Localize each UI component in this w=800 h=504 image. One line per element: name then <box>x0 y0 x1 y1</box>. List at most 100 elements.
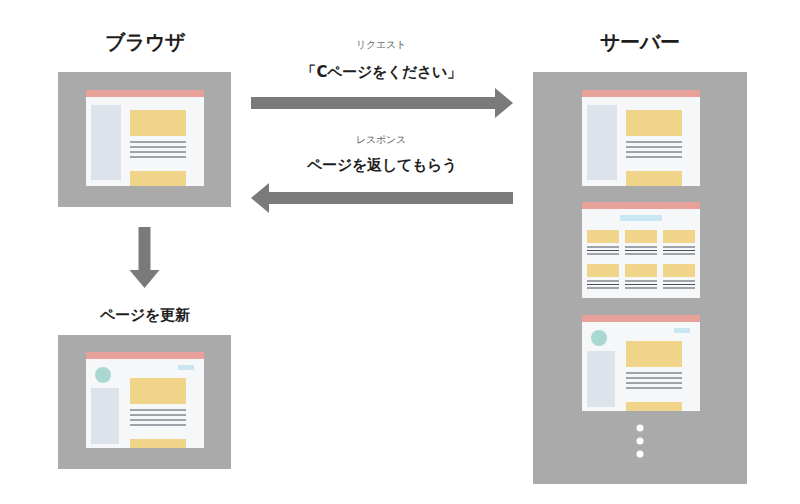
card-block <box>587 230 619 243</box>
browser-window-node: サーバー <box>533 22 747 484</box>
text-line <box>626 373 682 374</box>
text-line <box>625 254 657 255</box>
page-sheet <box>582 315 700 411</box>
text-line <box>130 147 186 148</box>
sidebar <box>91 388 119 444</box>
content-block <box>130 439 186 448</box>
more-dot <box>637 451 644 458</box>
text-line <box>587 284 619 285</box>
text-line <box>130 425 186 426</box>
content-block <box>626 110 682 136</box>
flow-arrow <box>251 183 513 213</box>
text-line <box>130 415 186 416</box>
more-dot <box>637 438 644 445</box>
gray-panel <box>533 72 747 484</box>
page-sheet <box>86 90 204 186</box>
badge <box>674 328 690 333</box>
text-line <box>130 410 186 411</box>
page-mockup <box>582 315 700 411</box>
text-line <box>625 288 657 289</box>
arrow-head <box>251 183 269 213</box>
node-heading: ページを更新 <box>58 300 231 330</box>
text-line <box>663 288 695 289</box>
browser-window-node: ブラウザ <box>58 22 231 207</box>
avatar <box>591 330 607 346</box>
card-block <box>625 264 657 277</box>
arrow-head <box>495 88 513 118</box>
title-bar <box>620 215 662 221</box>
arrow-shaft <box>268 192 513 204</box>
text-line <box>663 254 695 255</box>
text-line <box>587 254 619 255</box>
page-sheet <box>582 90 700 186</box>
text-line <box>587 250 619 251</box>
page-mockup <box>86 90 204 186</box>
content-block <box>626 171 682 186</box>
avatar <box>95 367 111 383</box>
gray-panel <box>58 72 231 207</box>
flow-arrow <box>130 227 160 288</box>
text-line <box>130 142 186 143</box>
text-line <box>626 152 682 153</box>
page-illustration <box>58 72 231 207</box>
text-line <box>587 247 619 248</box>
sidebar <box>91 105 121 180</box>
page-header <box>86 352 204 359</box>
text-line <box>626 142 682 143</box>
page-header <box>86 90 204 97</box>
page-header <box>582 90 700 97</box>
edge-label: ページを返してもらう <box>307 156 457 175</box>
content-block <box>130 378 186 404</box>
card-block <box>587 264 619 277</box>
text-line <box>587 288 619 289</box>
text-line <box>626 147 682 148</box>
text-line <box>663 250 695 251</box>
text-line <box>625 250 657 251</box>
flow-arrow <box>251 88 513 118</box>
text-line <box>130 152 186 153</box>
more-dot <box>637 425 644 432</box>
page-header <box>582 315 700 322</box>
card-block <box>625 230 657 243</box>
badge <box>178 365 194 370</box>
page-mockup <box>582 202 700 298</box>
text-line <box>663 281 695 282</box>
text-line <box>587 281 619 282</box>
edge-label: 「Cページをください」 <box>301 63 462 82</box>
gray-panel <box>58 335 231 469</box>
arrow-caption: リクエスト <box>356 38 406 52</box>
text-line <box>626 388 682 389</box>
sidebar <box>587 105 617 180</box>
text-line <box>663 284 695 285</box>
text-line <box>625 247 657 248</box>
arrow-head <box>130 270 160 288</box>
page-sheet <box>86 352 204 448</box>
page-mockup <box>86 352 204 448</box>
card-block <box>663 264 695 277</box>
page-sheet <box>582 202 700 298</box>
card-block <box>663 230 695 243</box>
arrow-shaft <box>139 227 151 271</box>
arrow-shaft <box>251 97 496 109</box>
sidebar <box>587 351 615 407</box>
content-block <box>626 402 682 411</box>
node-heading: サーバー <box>533 22 747 62</box>
page-header <box>582 202 700 209</box>
content-block <box>626 341 682 367</box>
text-line <box>626 157 682 158</box>
page-illustration <box>58 335 231 469</box>
text-line <box>625 284 657 285</box>
content-block <box>130 171 186 186</box>
text-line <box>625 281 657 282</box>
text-line <box>130 420 186 421</box>
browser-window-node: ページを更新 <box>58 300 231 469</box>
page-mockup <box>582 90 700 186</box>
content-block <box>130 110 186 136</box>
page-illustration <box>533 72 747 484</box>
node-heading: ブラウザ <box>58 22 231 62</box>
text-line <box>663 247 695 248</box>
text-line <box>626 378 682 379</box>
text-line <box>130 157 186 158</box>
text-line <box>626 383 682 384</box>
